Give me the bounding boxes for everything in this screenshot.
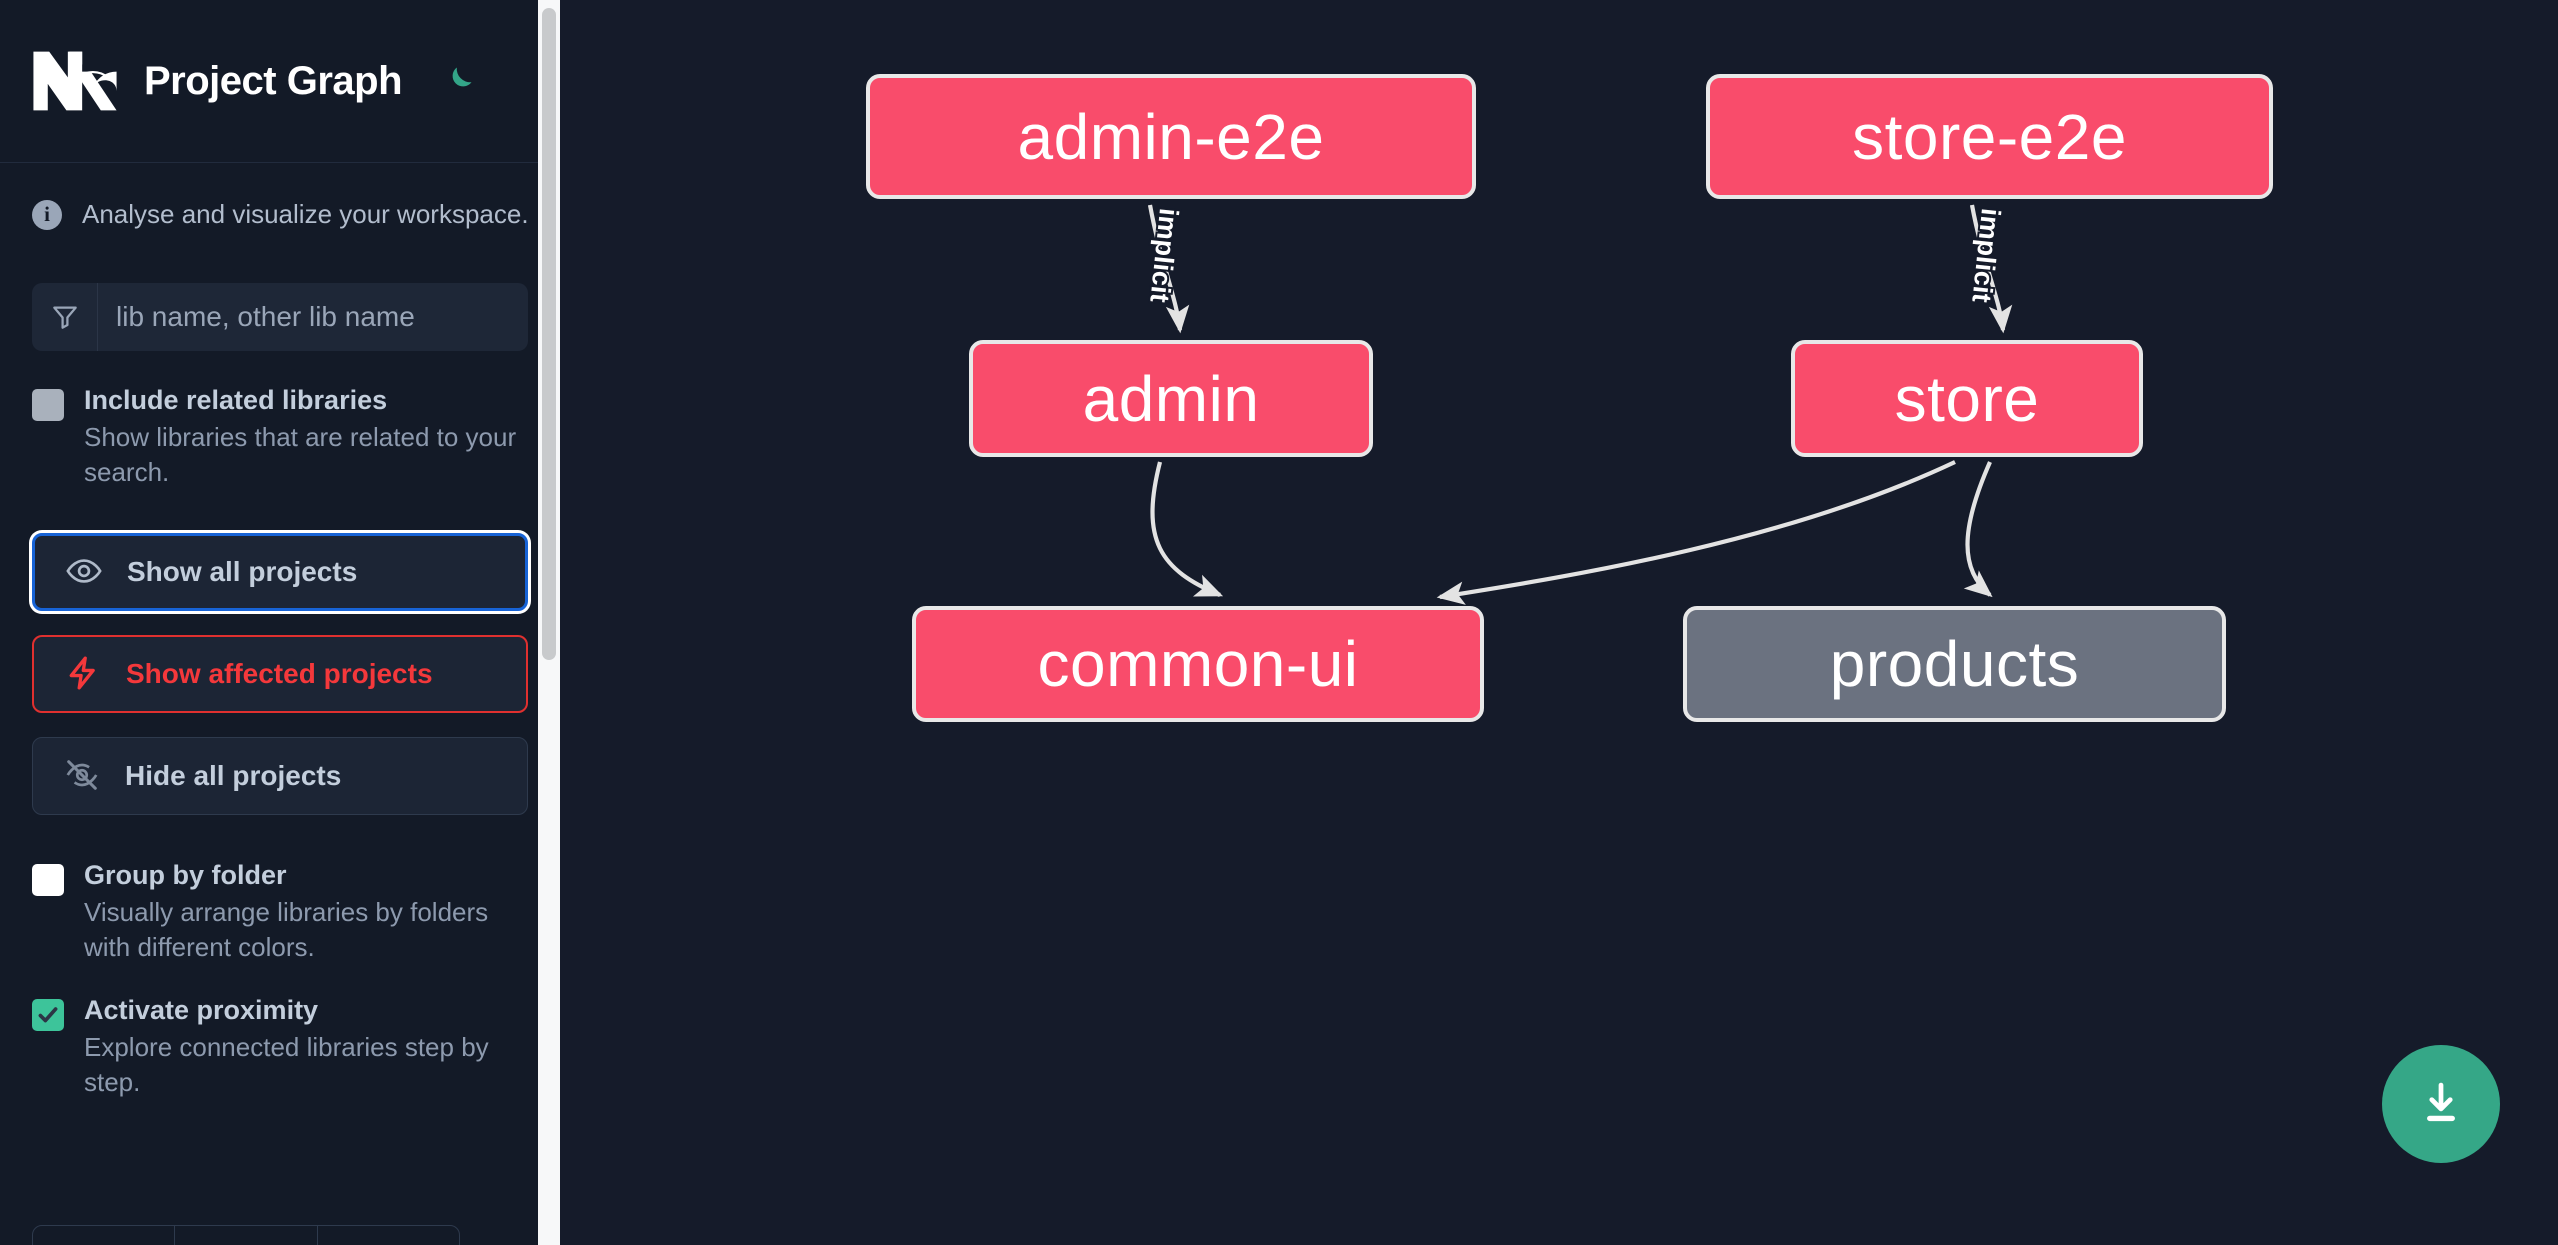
sidebar-body: i Analyse and visualize your workspace.	[0, 199, 560, 1099]
lightning-icon	[64, 654, 102, 695]
checkbox-group-by-folder[interactable]: Group by folder Visually arrange librari…	[32, 859, 528, 964]
checkbox-desc-group-by-folder: Visually arrange libraries by folders wi…	[84, 897, 489, 962]
hide-all-projects-button[interactable]: Hide all projects	[32, 737, 528, 816]
graph-node-label-store: store	[1894, 362, 2040, 435]
hide-all-projects-label: Hide all projects	[125, 760, 342, 792]
graph-action-buttons: Show all projects Show affected projects	[32, 533, 528, 816]
info-circle-icon: i	[32, 199, 62, 230]
checkbox-activate-proximity[interactable]: Activate proximity Explore connected lib…	[32, 994, 528, 1099]
graph-node-store-e2e[interactable]: store-e2e	[1706, 74, 2273, 199]
graph-node-label-products: products	[1829, 628, 2080, 700]
graph-node-label-admin: admin	[1082, 362, 1260, 435]
info-banner-text: Analyse and visualize your workspace.	[82, 199, 529, 229]
graph-canvas[interactable]: implicit implicit admin-e2e store-e2e ad…	[560, 0, 2558, 1245]
checkbox-label-group-by-folder: Group by folder	[84, 860, 287, 891]
graph-edges	[1147, 204, 2013, 605]
sidebar-scrollbar-thumb[interactable]	[542, 8, 556, 660]
sidebar-header: Project Graph	[0, 0, 560, 163]
show-affected-projects-label: Show affected projects	[126, 658, 433, 690]
graph-node-common-ui[interactable]: common-ui	[912, 606, 1484, 722]
info-banner: i Analyse and visualize your workspace.	[32, 199, 529, 230]
edge-admin-e2e-to-admin	[1147, 204, 1190, 334]
checkbox-label-activate-proximity: Activate proximity	[84, 995, 319, 1026]
filter-funnel-icon	[32, 283, 98, 351]
download-graph-button[interactable]	[2382, 1045, 2500, 1163]
checkbox-box-activate-proximity[interactable]	[32, 999, 64, 1032]
nx-logo-icon	[32, 50, 118, 112]
eye-icon	[65, 552, 103, 593]
proximity-segment-2[interactable]	[175, 1226, 318, 1245]
edge-store-to-common-ui	[1436, 460, 1956, 605]
graph-node-admin[interactable]: admin	[969, 340, 1373, 457]
graph-node-admin-e2e[interactable]: admin-e2e	[866, 74, 1476, 199]
proximity-segment-3[interactable]	[318, 1226, 459, 1245]
eye-off-icon	[63, 756, 101, 797]
show-all-projects-label: Show all projects	[127, 556, 358, 588]
page-title: Project Graph	[144, 58, 403, 103]
graph-node-label-admin-e2e: admin-e2e	[1017, 100, 1325, 173]
checkbox-desc-include-related-libraries: Show libraries that are related to your …	[84, 422, 517, 487]
graph-node-store[interactable]: store	[1791, 340, 2143, 457]
edge-store-to-products	[1963, 461, 1993, 598]
search-input[interactable]	[98, 283, 528, 351]
moon-icon[interactable]	[435, 58, 481, 104]
proximity-step-segmented-control[interactable]	[32, 1225, 460, 1245]
proximity-segment-1[interactable]	[33, 1226, 176, 1245]
sidebar-scrollbar-track[interactable]	[538, 0, 560, 1245]
download-icon	[2427, 1082, 2455, 1122]
checkbox-box-group-by-folder[interactable]	[32, 864, 64, 897]
checkbox-label-include-related-libraries: Include related libraries	[84, 385, 388, 415]
graph-node-label-store-e2e: store-e2e	[1852, 100, 2127, 173]
graph-node-products[interactable]: products	[1683, 606, 2226, 722]
checkbox-include-related-libraries[interactable]: Include related libraries Show libraries…	[32, 384, 528, 489]
show-affected-projects-button[interactable]: Show affected projects	[32, 635, 528, 714]
show-all-projects-button[interactable]: Show all projects	[32, 533, 528, 612]
checkbox-desc-activate-proximity: Explore connected libraries step by step…	[84, 1032, 489, 1097]
edge-admin-to-common-ui	[1150, 461, 1224, 597]
graph-node-label-common-ui: common-ui	[1037, 628, 1359, 700]
edge-store-e2e-to-store	[1969, 204, 2013, 334]
sidebar: Project Graph i Analyse and visualize yo…	[0, 0, 560, 1245]
checkbox-box-include-related-libraries[interactable]	[32, 389, 64, 421]
search-field-wrapper[interactable]	[32, 283, 528, 351]
